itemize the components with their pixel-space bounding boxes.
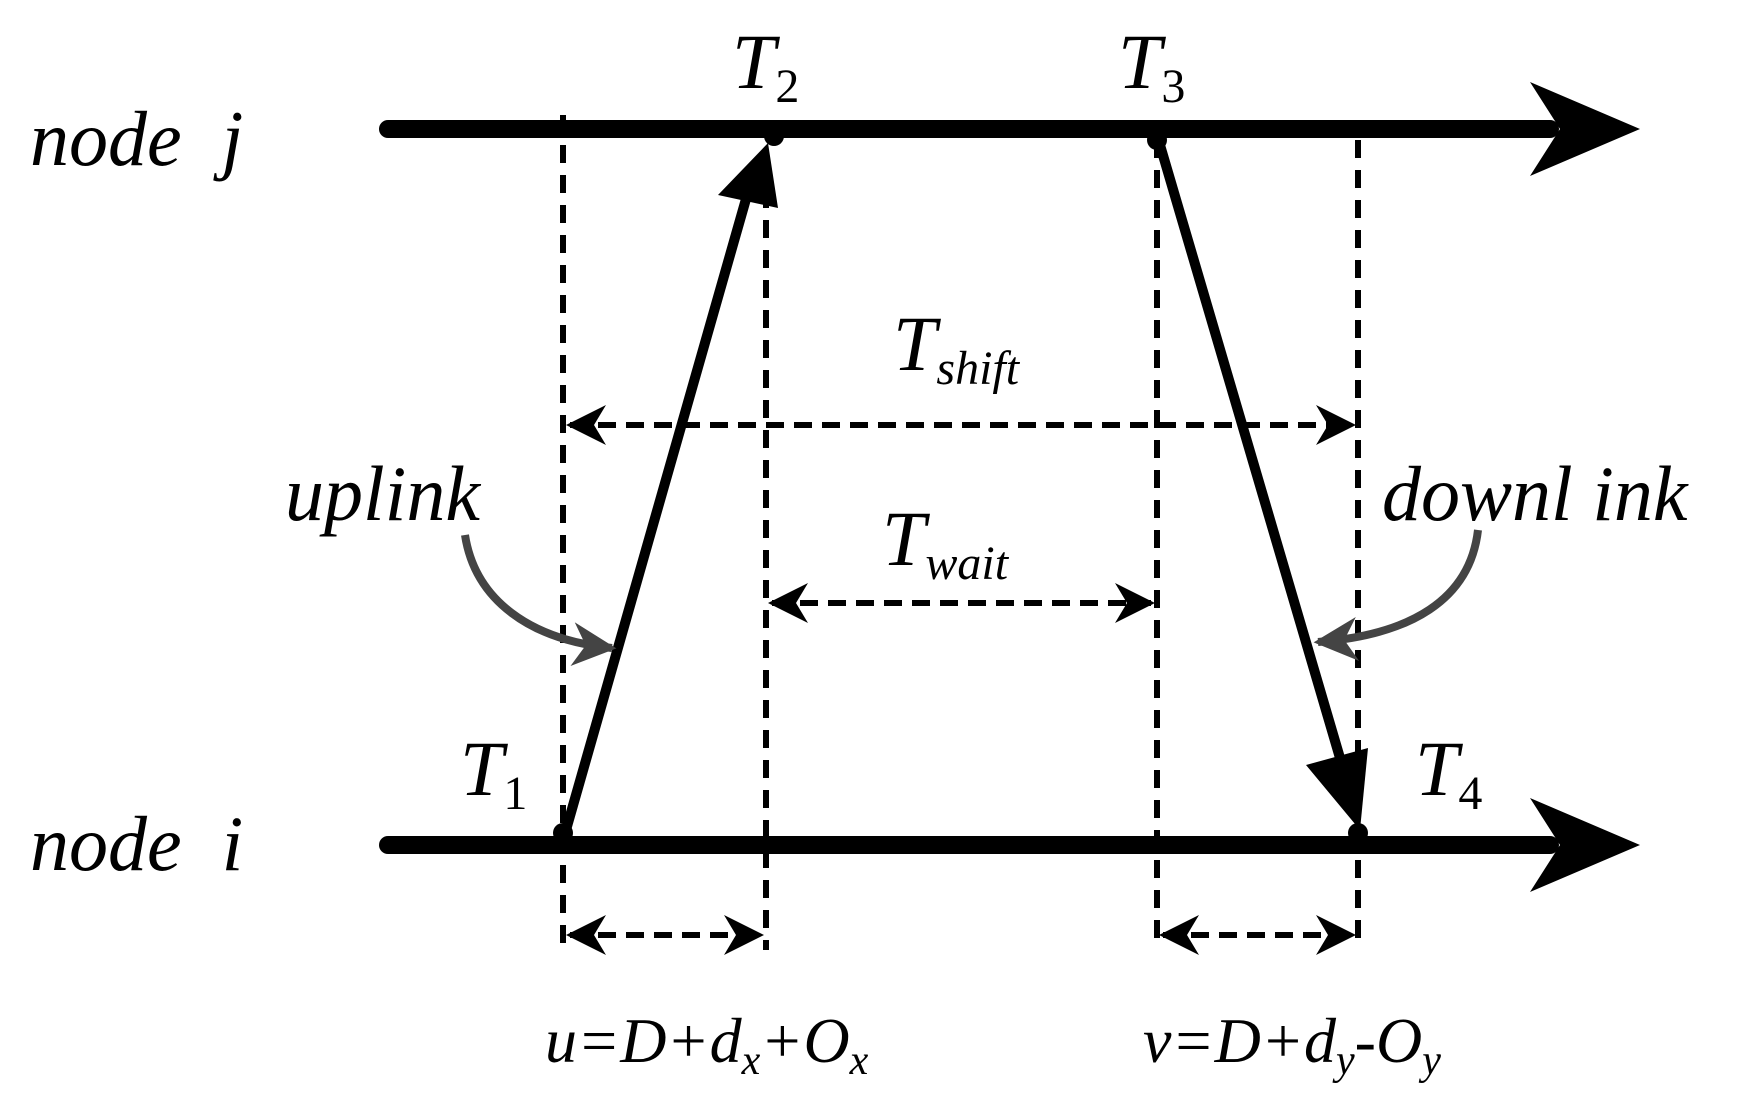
t-wait-label: Twait	[882, 495, 1010, 590]
v-equation: v=D+dy-Oy	[1143, 1005, 1441, 1084]
dot-t1	[553, 823, 573, 843]
timeline-node-j	[379, 82, 1640, 176]
t3-label: T3	[1118, 18, 1185, 113]
downlink-pointer-arrow	[1313, 529, 1482, 661]
uplink-label: uplink	[285, 450, 481, 537]
uplink-pointer-arrow	[461, 534, 617, 667]
timestamp-dots	[553, 126, 1368, 843]
vertical-guides	[560, 115, 1361, 950]
uplink-message	[561, 143, 778, 832]
t1-label: T1	[460, 725, 527, 820]
dot-t4	[1348, 823, 1368, 843]
dot-t3	[1147, 130, 1167, 150]
t2-label: T2	[732, 18, 799, 113]
t-shift-label: Tshift	[893, 300, 1021, 395]
u-equation: u=D+dx+Ox	[545, 1005, 869, 1084]
t4-label: T4	[1415, 725, 1482, 820]
downlink-message	[1155, 143, 1368, 830]
downlink-label: downl ink	[1382, 450, 1689, 537]
dot-t2	[764, 126, 784, 146]
